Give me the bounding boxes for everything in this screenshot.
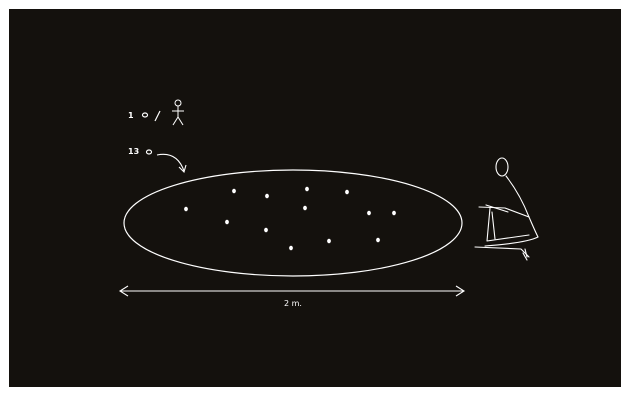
pellet-item-7 [367, 210, 371, 215]
pellet-item-9 [225, 219, 229, 224]
diagram-canvas: 1 13 2 m. [9, 9, 621, 387]
pellet-item-5 [184, 206, 188, 211]
pellet-item-11 [327, 238, 331, 243]
pellet-item-4 [265, 193, 269, 198]
diagram-background [9, 9, 621, 387]
pellet-item-12 [376, 237, 380, 242]
pellet-item-6 [303, 205, 307, 210]
legend-person-count: 1 [128, 111, 134, 120]
pellet-item-8 [392, 210, 396, 215]
legend-total-count: 13 [128, 147, 139, 156]
dimension-label: 2 m. [284, 299, 302, 308]
diagram-svg: 1 13 2 m. [9, 9, 621, 387]
pellet-item-13 [289, 245, 293, 250]
pellet-item-2 [305, 186, 309, 191]
pellet-item-1 [232, 188, 236, 193]
pellet-item-10 [264, 227, 268, 232]
pellet-item-3 [345, 189, 349, 194]
